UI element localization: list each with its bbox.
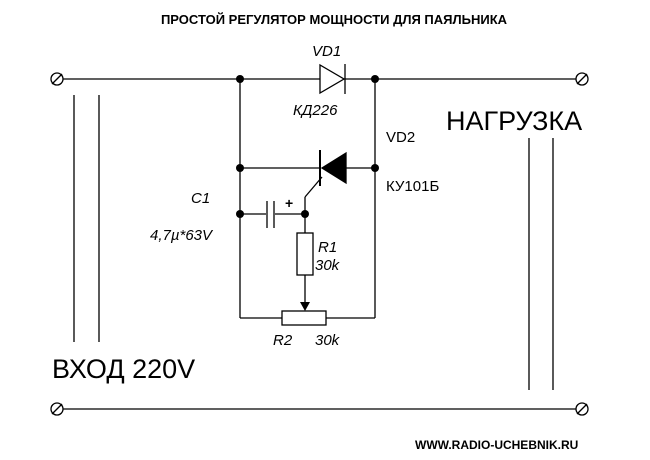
r2-wiper-arrow	[300, 302, 310, 311]
junction-dot	[371, 164, 379, 172]
schematic-title: ПРОСТОЙ РЕГУЛЯТОР МОЩНОСТИ ДЛЯ ПАЯЛЬНИКА	[161, 12, 508, 27]
junction-dot	[236, 164, 244, 172]
load-label: НАГРУЗКА	[446, 106, 582, 136]
vd1-ref-label: VD1	[312, 43, 341, 60]
r2-ref-label: R2	[273, 332, 293, 349]
vd1-value-label: КД226	[293, 102, 338, 119]
input-label: ВХОД 220V	[52, 354, 195, 384]
vd2-value-label: КУ101Б	[386, 178, 439, 195]
c1-polarity-mark: +	[285, 195, 293, 211]
vd1-diode	[319, 63, 346, 95]
c1-ref-label: C1	[191, 190, 210, 207]
junction-dot	[236, 75, 244, 83]
input-terminal-top	[50, 72, 64, 86]
junction-dot	[371, 75, 379, 83]
r1-resistor	[296, 232, 314, 276]
vd2-ref-label: VD2	[386, 129, 415, 146]
c1-value-label: 4,7µ*63V	[150, 227, 214, 244]
output-terminal-top	[575, 72, 589, 86]
junction-dot	[236, 210, 244, 218]
r2-value-label: 30k	[315, 332, 341, 349]
c1-capacitor	[266, 201, 275, 228]
website-label: WWW.RADIO-UCHEBNIK.RU	[415, 438, 578, 452]
r1-ref-label: R1	[318, 239, 337, 256]
r1-value-label: 30k	[315, 257, 341, 274]
output-terminal-bottom	[575, 402, 589, 416]
vd2-thyristor	[304, 150, 347, 198]
input-terminal-bottom	[50, 402, 64, 416]
junction-dot	[301, 210, 309, 218]
r2-potentiometer	[281, 310, 327, 326]
